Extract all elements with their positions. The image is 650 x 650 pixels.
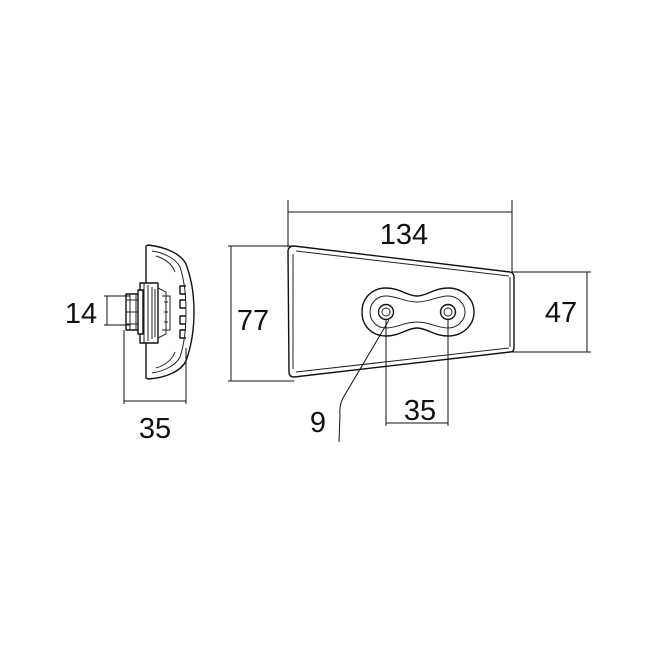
dimension-hole-spacing: 35 [385,320,449,427]
dimension-height-narrow-end: 47 [512,271,591,353]
dimension-side-nut-extensions [104,295,130,326]
dimension-height-wide-end-extensions [228,245,294,382]
dimension-side-nut: 14 [65,295,130,330]
dimension-height-wide-end-label: 77 [237,305,269,337]
front-view [287,245,515,378]
side-view-washer [137,289,144,335]
left-hole-inner [381,307,391,317]
dimension-hole-diameter-label: 9 [310,407,326,439]
side-view-nut-lines [126,294,140,330]
side-view-plate-detail [162,295,171,331]
dimension-hole-spacing-label: 35 [404,395,436,427]
dimension-hole-diameter: 9 [310,319,390,443]
dimension-height-narrow-end-extensions [512,271,591,353]
side-view-inner-contour [151,250,187,374]
dimension-length: 134 [287,200,513,272]
front-view-body [287,245,515,378]
dimension-height-narrow-end-label: 47 [545,297,577,329]
dimension-side-width: 35 [123,330,187,445]
right-hole-inner [443,307,453,317]
side-view-notches [179,285,186,339]
dimension-height-wide-end: 77 [228,245,294,382]
front-view-inner-contour [292,250,511,373]
side-view [125,244,195,380]
left-hole [377,303,395,321]
side-view-plate-lines [143,283,167,343]
dimension-side-nut-label: 14 [65,298,97,330]
right-hole [439,303,457,321]
dimension-side-width-extensions [123,330,187,404]
side-view-inner-contour-2 [155,255,176,369]
dimension-hole-diameter-leader [338,319,390,443]
dimension-hole-spacing-extensions [385,320,449,426]
dimension-length-label: 134 [380,219,428,251]
dimension-side-width-label: 35 [139,413,171,445]
